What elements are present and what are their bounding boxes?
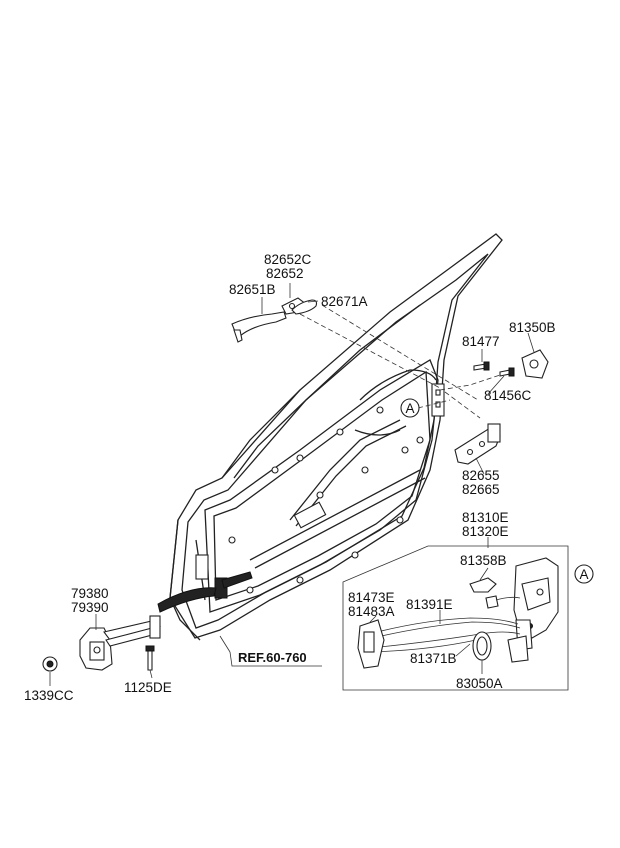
label-82652: 82652	[266, 266, 304, 281]
label-1339CC: 1339CC	[24, 688, 74, 703]
label-81473E: 81473E	[348, 590, 395, 605]
door-frame	[157, 233, 503, 641]
dashed-leaders	[299, 304, 501, 419]
label-ref: REF.60-760	[238, 650, 307, 665]
label-81350B: 81350B	[509, 320, 556, 335]
marker-a-lower: A	[574, 564, 594, 584]
label-81320E: 81320E	[462, 524, 509, 539]
label-81456C: 81456C	[484, 388, 532, 403]
label-81371B: 81371B	[410, 651, 457, 666]
label-82655: 82655	[462, 468, 500, 483]
label-81358B: 81358B	[460, 553, 507, 568]
svg-text:A: A	[579, 567, 588, 582]
part-labels: 82652C 82652 82651B 82671A 81477 81350B …	[24, 252, 556, 703]
label-81477: 81477	[462, 334, 500, 349]
label-81310E: 81310E	[462, 510, 509, 525]
label-82652C: 82652C	[264, 252, 312, 267]
label-82671A: 82671A	[321, 294, 368, 309]
label-1125DE: 1125DE	[124, 680, 172, 695]
label-82651B: 82651B	[229, 282, 276, 297]
marker-a-upper: A	[400, 398, 420, 418]
lock-assembly-box	[342, 545, 569, 691]
label-83050A: 83050A	[456, 676, 503, 691]
label-79390: 79390	[71, 600, 109, 615]
door-checker	[42, 615, 161, 672]
outside-handle-parts	[231, 297, 549, 465]
label-82665: 82665	[462, 482, 500, 497]
label-81391E: 81391E	[406, 597, 453, 612]
label-79380: 79380	[71, 586, 109, 601]
label-81483A: 81483A	[348, 604, 395, 619]
label-leader-lines	[49, 283, 535, 686]
svg-text:A: A	[405, 401, 414, 416]
